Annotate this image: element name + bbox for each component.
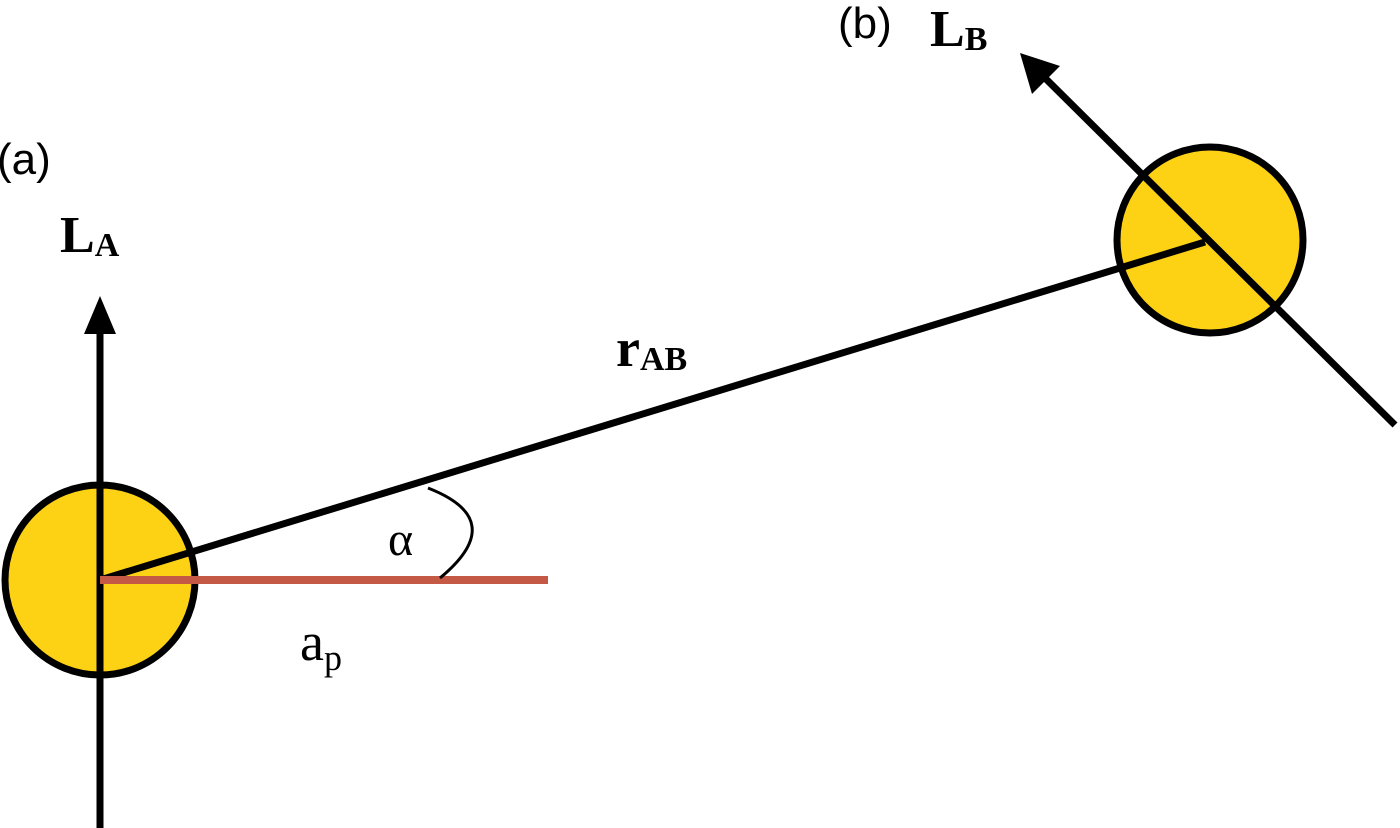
r-ab-label-sub: AB [640, 341, 687, 378]
l-a-label-sub: A [95, 227, 120, 264]
l-b-axis-line [1042, 75, 1398, 428]
l-b-arrowhead-icon [1020, 53, 1060, 94]
panel-b-label: (b) [838, 0, 892, 48]
a-p-label: ap [300, 612, 342, 678]
panel-a-label: (a) [0, 135, 51, 184]
a-p-label-sub: p [324, 638, 342, 678]
a-p-label-main: a [300, 612, 324, 672]
l-b-label: LB [930, 1, 987, 58]
l-b-label-main: L [930, 1, 965, 58]
l-a-label-main: L [60, 207, 95, 264]
l-a-label: LA [60, 207, 120, 264]
r-ab-label-main: r [616, 318, 640, 378]
l-a-arrowhead-icon [84, 296, 116, 334]
alpha-angle-arc [427, 486, 474, 580]
l-b-label-sub: B [965, 21, 988, 58]
alpha-label: α [388, 513, 413, 566]
r-ab-line [98, 238, 1207, 584]
r-ab-label: rAB [616, 318, 687, 378]
